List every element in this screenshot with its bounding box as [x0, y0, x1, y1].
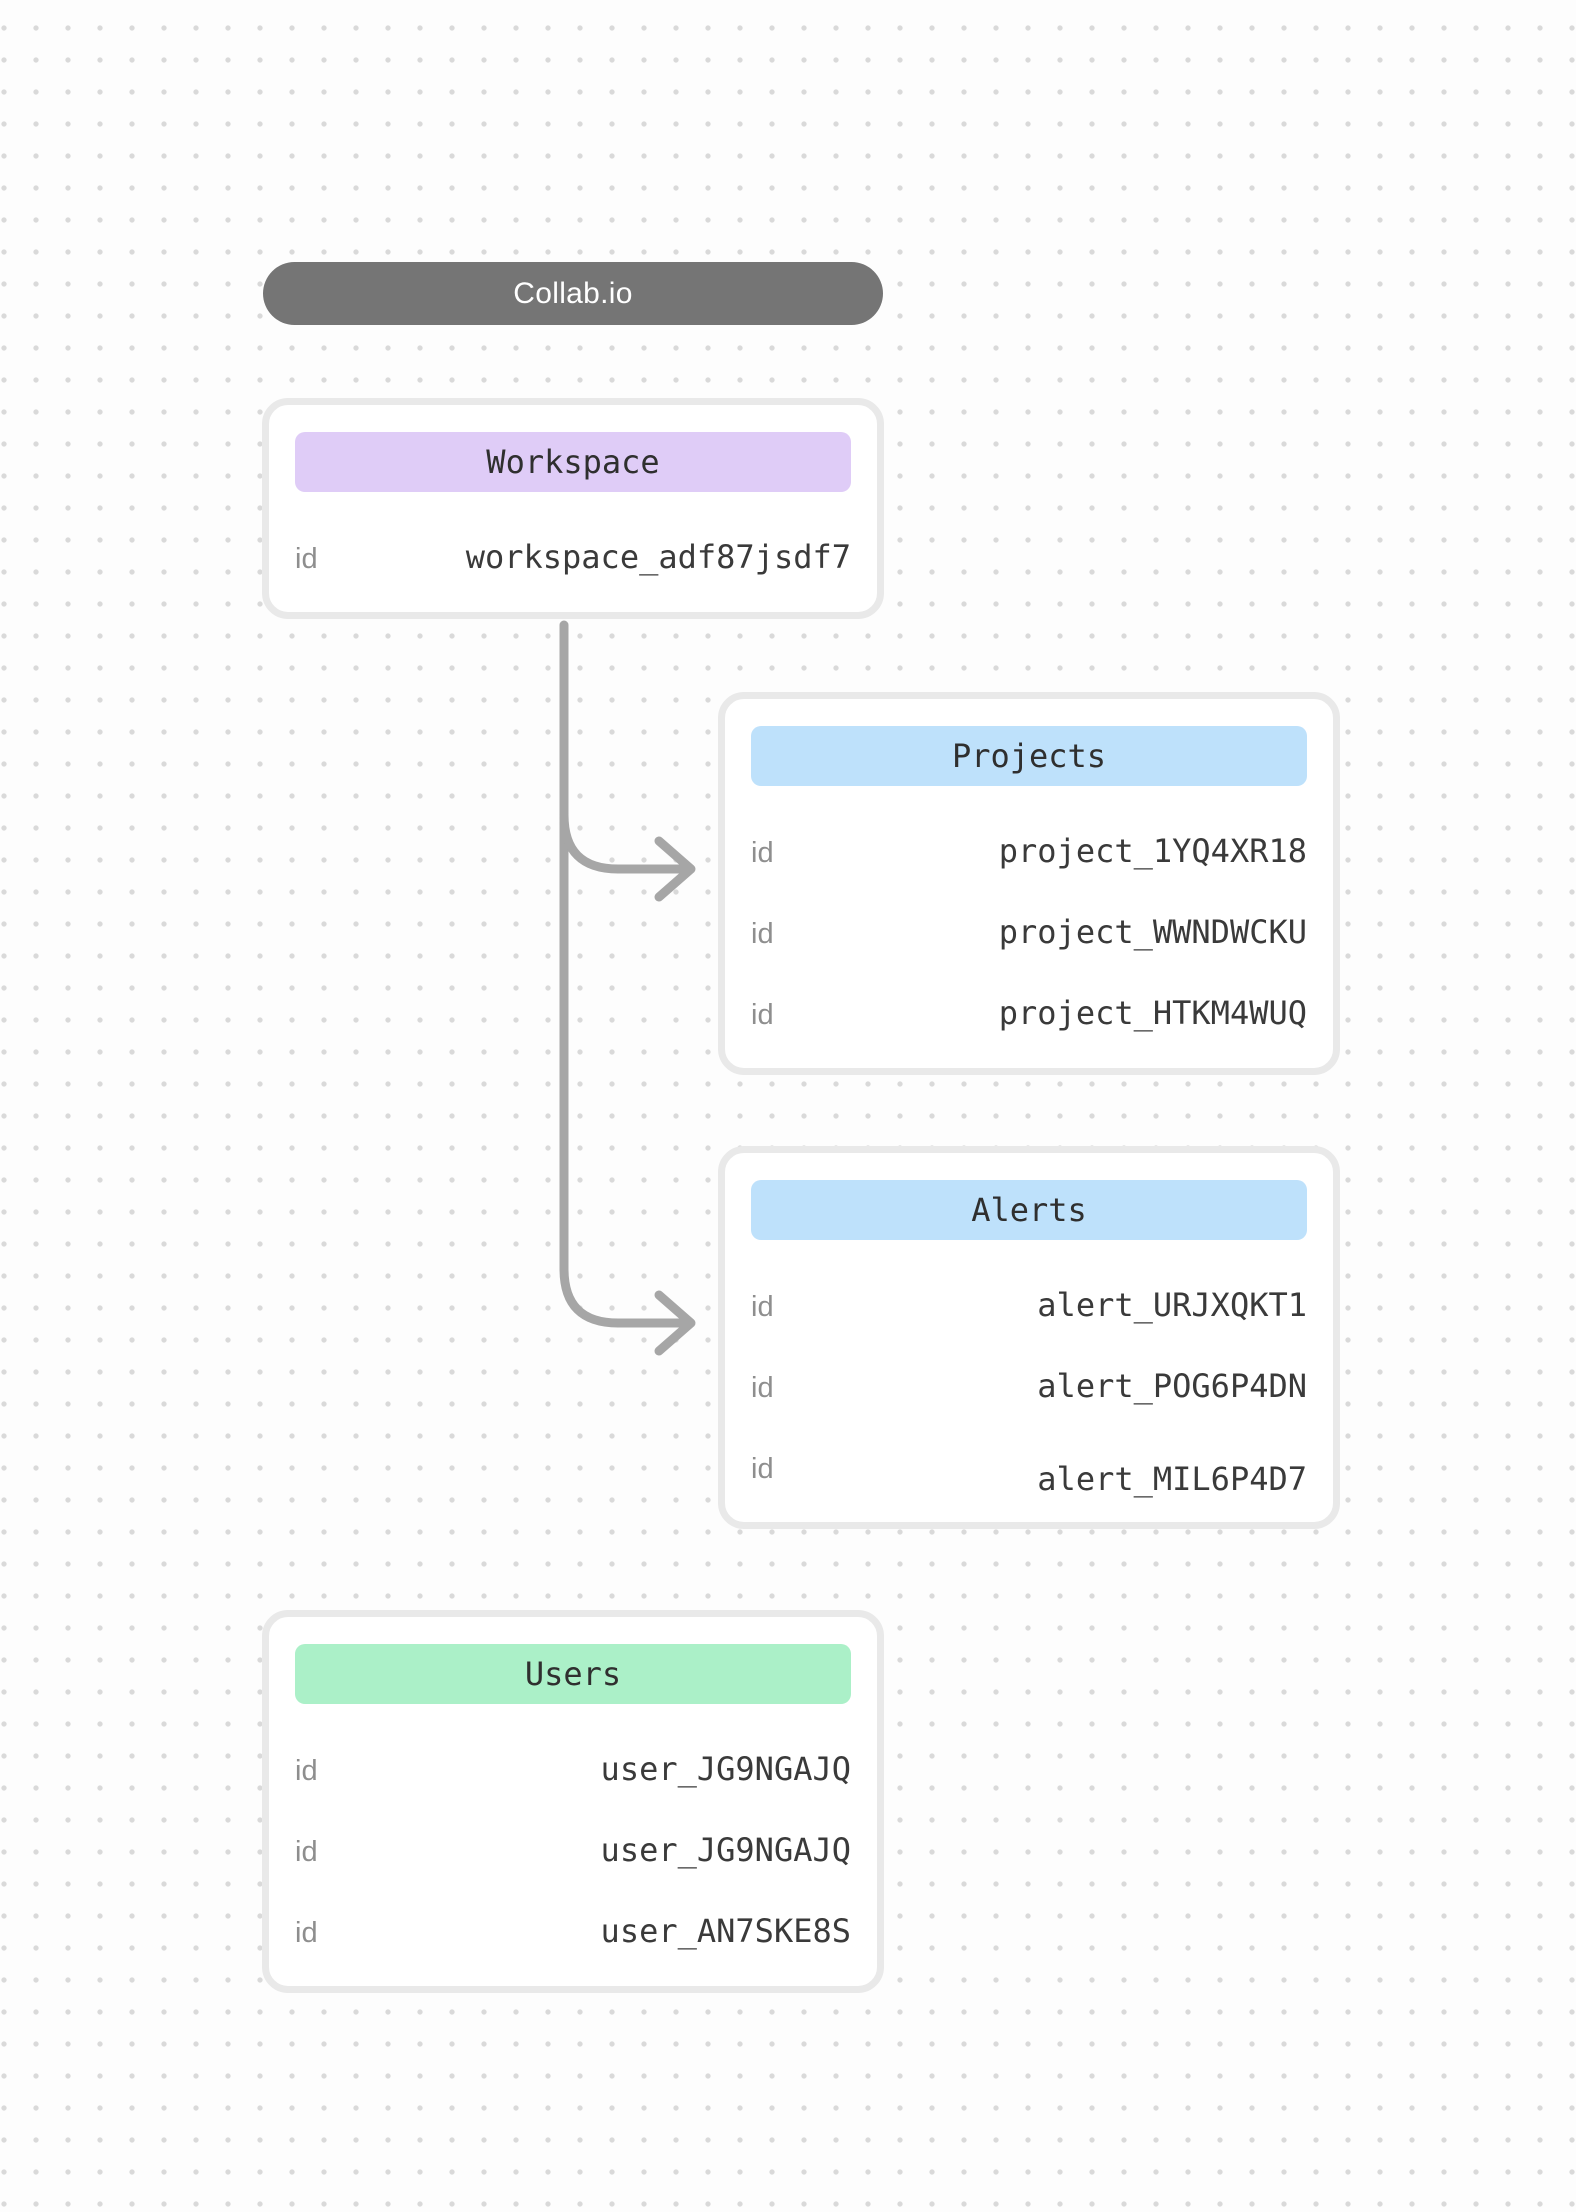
- connector-branch-projects: [559, 810, 687, 874]
- entity-row: id user_JG9NGAJQ: [295, 1750, 851, 1788]
- row-value: project_WWNDWCKU: [998, 913, 1307, 951]
- arrowhead-alerts-icon: [654, 1290, 696, 1356]
- row-value: alert_MIL6P4D7: [1037, 1460, 1307, 1498]
- row-value: alert_URJXQKT1: [1037, 1286, 1307, 1324]
- entity-row: id project_1YQ4XR18: [751, 832, 1307, 870]
- entity-row: id project_WWNDWCKU: [751, 913, 1307, 951]
- entity-header-workspace: Workspace: [295, 432, 851, 492]
- row-label: id: [751, 1453, 774, 1485]
- entity-card-users[interactable]: Users id user_JG9NGAJQ id user_JG9NGAJQ …: [262, 1610, 884, 1993]
- brand-pill[interactable]: Collab.io: [263, 262, 883, 325]
- row-label: id: [295, 1755, 318, 1787]
- entity-row: id alert_MIL6P4D7: [751, 1448, 1307, 1498]
- row-label: id: [751, 1372, 774, 1404]
- row-value: project_1YQ4XR18: [998, 832, 1307, 870]
- row-value: alert_POG6P4DN: [1037, 1367, 1307, 1405]
- row-label: id: [751, 999, 774, 1031]
- row-label: id: [751, 1291, 774, 1323]
- entity-card-alerts[interactable]: Alerts id alert_URJXQKT1 id alert_POG6P4…: [718, 1146, 1340, 1529]
- row-label: id: [295, 543, 318, 575]
- row-label: id: [295, 1917, 318, 1949]
- entity-row: id user_JG9NGAJQ: [295, 1831, 851, 1869]
- connector-trunk: [559, 620, 687, 1328]
- entity-title: Alerts: [971, 1191, 1087, 1229]
- entity-card-workspace[interactable]: Workspace id workspace_adf87jsdf7: [262, 398, 884, 619]
- entity-card-projects[interactable]: Projects id project_1YQ4XR18 id project_…: [718, 692, 1340, 1075]
- row-value: project_HTKM4WUQ: [998, 994, 1307, 1032]
- row-value: workspace_adf87jsdf7: [465, 538, 851, 576]
- row-label: id: [295, 1836, 318, 1868]
- entity-header-alerts: Alerts: [751, 1180, 1307, 1240]
- brand-label: Collab.io: [513, 276, 633, 310]
- row-label: id: [751, 918, 774, 950]
- entity-row: id alert_POG6P4DN: [751, 1367, 1307, 1405]
- entity-row: id alert_URJXQKT1: [751, 1286, 1307, 1324]
- row-value: user_JG9NGAJQ: [600, 1831, 851, 1869]
- entity-row: id workspace_adf87jsdf7: [295, 538, 851, 576]
- entity-title: Workspace: [486, 443, 660, 481]
- arrowhead-projects-icon: [654, 836, 696, 902]
- row-value: user_AN7SKE8S: [600, 1912, 851, 1950]
- entity-title: Users: [524, 1655, 622, 1693]
- row-value: user_JG9NGAJQ: [600, 1750, 851, 1788]
- entity-row: id project_HTKM4WUQ: [751, 994, 1307, 1032]
- entity-header-projects: Projects: [751, 726, 1307, 786]
- row-label: id: [751, 837, 774, 869]
- entity-row: id user_AN7SKE8S: [295, 1912, 851, 1950]
- entity-title: Projects: [951, 737, 1107, 775]
- entity-header-users: Users: [295, 1644, 851, 1704]
